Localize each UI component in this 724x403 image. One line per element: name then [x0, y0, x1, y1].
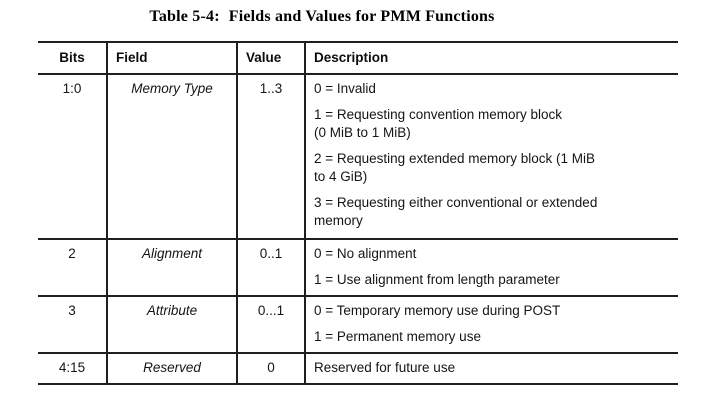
value-cell: 1..3: [236, 74, 305, 240]
description-cell: Reserved for future use: [304, 353, 678, 385]
description-paragraph: 1 = Requesting convention memory block (…: [314, 107, 563, 140]
bits-cell: 3: [38, 296, 107, 354]
description-paragraph: 0 = Temporary memory use during POST: [314, 303, 561, 318]
value-cell: 0..1: [236, 239, 305, 297]
description-paragraph: Reserved for future use: [314, 360, 456, 375]
column-header-value: Value: [236, 42, 305, 75]
description-paragraph: 0 = Invalid: [314, 81, 376, 96]
description-paragraph: 0 = No alignment: [314, 246, 417, 261]
bits-cell: 4:15: [38, 353, 107, 385]
column-header-bits: Bits: [38, 42, 107, 75]
value-cell: 0...1: [236, 296, 305, 354]
field-cell: Alignment: [106, 239, 237, 297]
description-paragraph: 1 = Permanent memory use: [314, 329, 481, 344]
column-header-field: Field: [106, 42, 237, 75]
description-cell: 0 = No alignment 1 = Use alignment from l…: [304, 239, 678, 297]
table-caption-number: Table 5-4:: [149, 8, 220, 25]
field-cell: Memory Type: [106, 74, 237, 240]
bits-cell: 2: [38, 239, 107, 297]
description-cell: 0 = Invalid 1 = Requesting convention mem…: [304, 74, 678, 240]
field-cell: Reserved: [106, 353, 237, 385]
column-header-description: Description: [304, 42, 678, 75]
description-paragraph: 1 = Use alignment from length parameter: [314, 272, 560, 287]
description-paragraph: 3 = Requesting either conventional or ex…: [314, 195, 598, 228]
description-cell: 0 = Temporary memory use during POST 1 = …: [304, 296, 678, 354]
table-caption: Table 5-4: Fields and Values for PMM Func…: [0, 8, 724, 26]
bits-cell: 1:0: [38, 74, 107, 240]
table-caption-title: Fields and Values for PMM Functions: [228, 8, 495, 25]
table-header: Bits Field Value Description: [38, 42, 678, 75]
description-paragraph: 2 = Requesting extended memory block (1 …: [314, 151, 596, 184]
header-row: Bits Field Value Description: [38, 42, 678, 75]
field-cell: Attribute: [106, 296, 237, 354]
value-cell: 0: [236, 353, 305, 385]
